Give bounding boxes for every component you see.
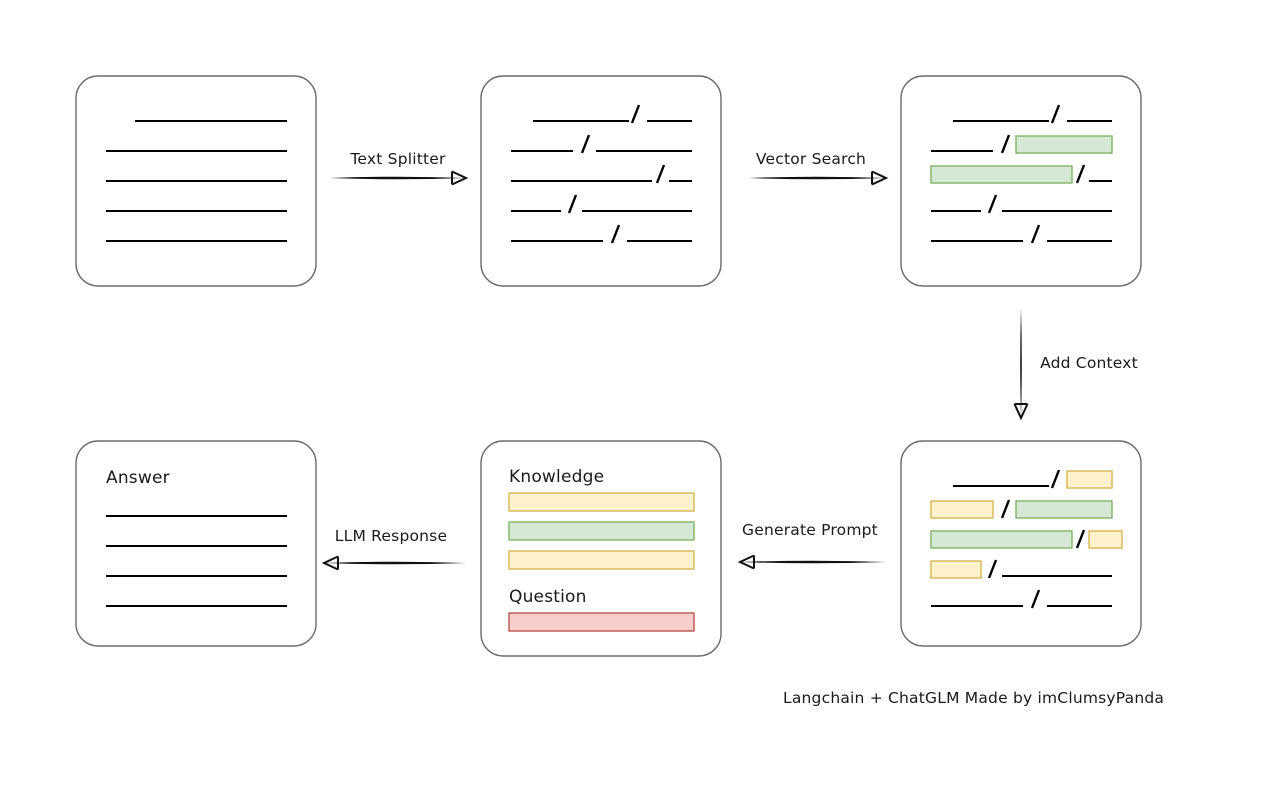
edge-llm-response: LLM Response	[321, 527, 466, 571]
highlight-chip-green	[930, 165, 1073, 184]
card-heading-answer: Answer	[106, 468, 170, 488]
chunk-separator-slash	[630, 104, 641, 124]
text-row	[930, 499, 1113, 519]
text-row	[511, 164, 692, 184]
highlight-chip-yellow	[930, 500, 994, 519]
chunk-separator-slash	[1000, 499, 1011, 519]
arrow-shaft	[749, 176, 886, 180]
text-row	[511, 194, 692, 214]
highlight-chip-yellow	[1066, 470, 1113, 489]
card-split-chunks	[480, 75, 722, 287]
text-row	[511, 224, 692, 244]
chunk-separator-slash	[655, 164, 666, 184]
text-row	[931, 134, 1113, 154]
chunk-separator-slash	[1030, 224, 1041, 244]
edge-label-vector-search: Vector Search	[756, 150, 866, 168]
arrow-shaft	[324, 561, 466, 565]
card-vector-matches	[900, 75, 1142, 287]
text-row	[953, 104, 1112, 124]
arrow-head	[321, 555, 339, 571]
edge-label-text-splitter: Text Splitter	[349, 150, 446, 168]
chunk-separator-slash	[1075, 529, 1086, 549]
knowledge-chip-yellow	[508, 550, 695, 570]
chunk-separator-slash	[1050, 104, 1061, 124]
arrow-head	[1013, 403, 1029, 421]
chunk-separator-slash	[580, 134, 591, 154]
question-label: Question	[509, 587, 587, 607]
chunk-separator-slash	[987, 559, 998, 579]
highlight-chip-yellow	[1088, 530, 1123, 549]
edge-vector-search: Vector Search	[749, 150, 889, 186]
arrow-shaft	[740, 560, 886, 564]
highlight-chip-green	[1015, 135, 1113, 154]
chunk-separator-slash	[567, 194, 578, 214]
text-row	[931, 194, 1112, 214]
edge-label-add-context: Add Context	[1040, 354, 1138, 372]
text-row	[533, 104, 692, 124]
card-outline-answer	[75, 440, 317, 647]
chunk-separator-slash	[1000, 134, 1011, 154]
text-row	[930, 164, 1112, 184]
edge-label-generate-prompt: Generate Prompt	[742, 521, 878, 539]
knowledge-chip-green	[508, 521, 695, 541]
chunk-separator-slash	[610, 224, 621, 244]
arrow-head	[871, 170, 889, 186]
text-row	[953, 469, 1113, 489]
edge-text-splitter: Text Splitter	[329, 150, 469, 186]
text-row	[511, 134, 692, 154]
footer-credit: Langchain + ChatGLM Made by imClumsyPand…	[783, 689, 1164, 707]
card-source-document	[75, 75, 317, 287]
text-row	[930, 529, 1123, 549]
arrow-shaft	[1020, 307, 1022, 418]
knowledge-chip-yellow	[508, 492, 695, 512]
highlight-chip-green	[930, 530, 1073, 549]
edge-generate-prompt: Generate Prompt	[737, 521, 886, 570]
text-row	[931, 589, 1112, 609]
edge-label-llm-response: LLM Response	[335, 527, 447, 545]
question-chip-red	[508, 612, 695, 632]
highlight-chip-green	[1015, 500, 1113, 519]
chunk-separator-slash	[1050, 469, 1061, 489]
text-row	[930, 559, 1112, 579]
chunk-separator-slash	[987, 194, 998, 214]
text-row	[931, 224, 1112, 244]
knowledge-label: Knowledge	[509, 467, 604, 487]
highlight-chip-yellow	[930, 560, 982, 579]
card-context-added	[900, 440, 1142, 647]
edge-add-context: Add Context	[1013, 307, 1138, 421]
chunk-separator-slash	[1075, 164, 1086, 184]
arrow-shaft	[329, 176, 466, 180]
card-answer: Answer	[75, 440, 317, 647]
chunk-separator-slash	[1030, 589, 1041, 609]
arrow-head	[451, 170, 469, 186]
arrow-head	[737, 554, 755, 570]
